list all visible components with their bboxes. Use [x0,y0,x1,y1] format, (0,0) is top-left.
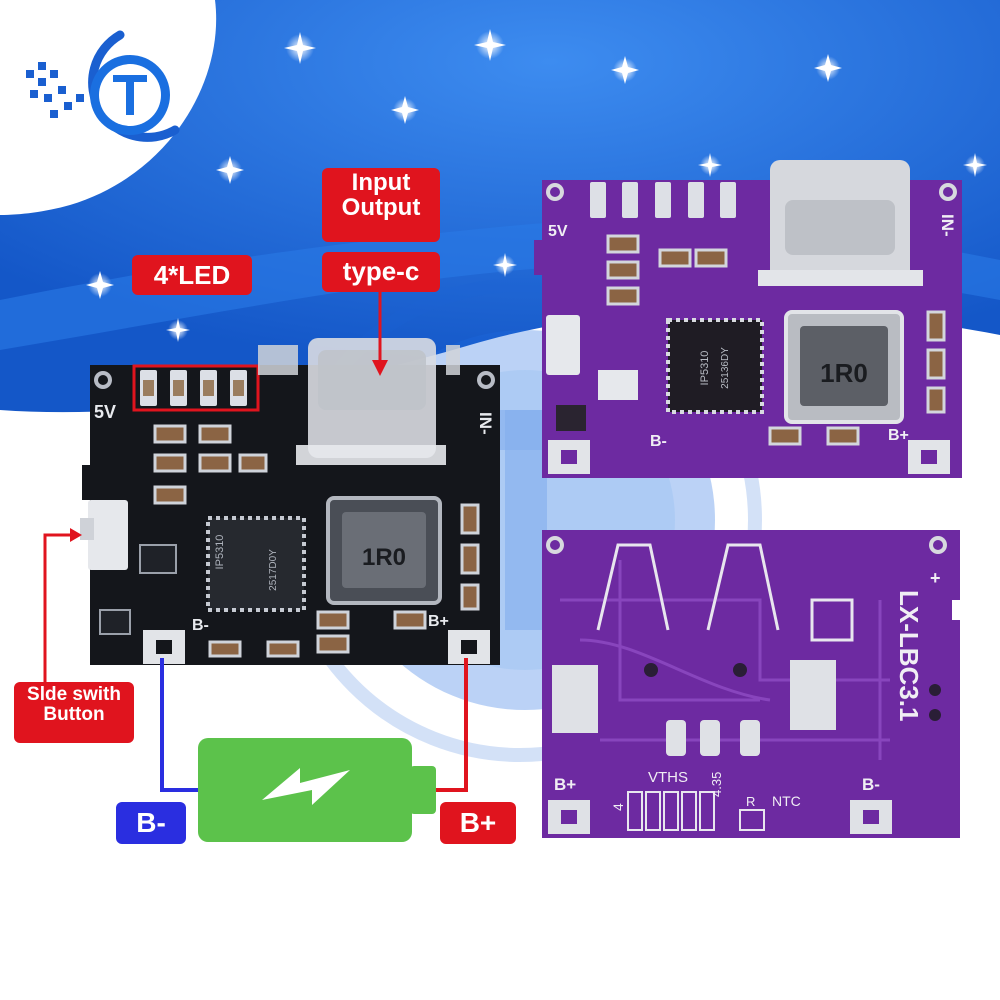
slide-switch-arrow [43,528,82,685]
svg-text:4: 4 [610,803,626,811]
b-minus-label: B- [116,802,186,844]
b-plus-wire [430,658,468,792]
purple-pcb-board-top: IP5310 25136DY 1R0 5V IN- B- B+ [534,160,962,478]
battery-icon [198,738,436,842]
svg-text:B-: B- [862,775,880,794]
svg-text:VTHS: VTHS [648,769,688,786]
b-minus-wire [160,658,205,792]
svg-text:B-: B- [650,433,667,450]
svg-text:B-: B- [192,617,209,634]
svg-text:IN-: IN- [476,412,495,435]
output-text: Output [341,194,421,222]
b-plus-label: B+ [440,802,516,844]
svg-text:IP5310: IP5310 [699,351,711,386]
ip5310-chip: IP5310 2517D0Y [206,516,306,612]
svg-text:R: R [746,794,755,809]
svg-text:NTC: NTC [772,793,801,809]
b-plus-text: B+ [459,807,497,838]
svg-text:IP5310: IP5310 [214,535,226,570]
type-c-arrow [372,288,388,376]
input-output-label: Input Output [322,168,440,242]
slide-switch [88,500,128,570]
b-minus-text: B- [136,807,166,838]
svg-text:25136DY: 25136DY [720,347,731,389]
svg-text:5V: 5V [94,402,116,422]
svg-text:B+: B+ [888,427,909,444]
inductor-1r0: 1R0 [784,310,904,424]
svg-text:IN-: IN- [938,214,957,237]
ip5310-chip: IP5310 25136DY [666,318,764,414]
svg-text:1R0: 1R0 [362,544,406,571]
type-c-label: type-c [322,252,440,292]
svg-text:4.35: 4.35 [709,772,724,797]
svg-text:1R0: 1R0 [820,358,868,388]
svg-text:5V: 5V [548,223,568,240]
black-pcb-board: IP5310 2517D0Y 1R0 5V IN- B- B+ [80,338,500,665]
usb-c-connector [258,338,460,465]
svg-text:2517D0Y: 2517D0Y [268,549,279,591]
purple-pcb-board-bottom: LX-LBC3.1 + B+ B- VTHS 4 4.35 R NTC [542,530,960,838]
svg-text:B+: B+ [428,613,449,630]
star-icon [86,29,987,342]
type-c-text: type-c [342,256,420,286]
svg-text:LX-LBC3.1: LX-LBC3.1 [894,590,924,721]
inductor-1r0: 1R0 [326,496,442,605]
input-text: Input [351,169,411,196]
brand-logo-icon [26,30,180,142]
svg-text:B+: B+ [554,775,576,794]
led-highlight-box [132,364,260,412]
slide-switch-text-2: Button [43,703,105,725]
lightning-bolt-icon [262,768,350,805]
svg-text:+: + [930,568,941,588]
usb-c-connector [758,160,923,286]
led-label: 4*LED [132,255,252,295]
slide-switch-label: Slde swith Button [14,682,134,743]
led-label-text: 4*LED [153,260,231,290]
slide-switch-text-1: Slde swith [27,684,121,705]
